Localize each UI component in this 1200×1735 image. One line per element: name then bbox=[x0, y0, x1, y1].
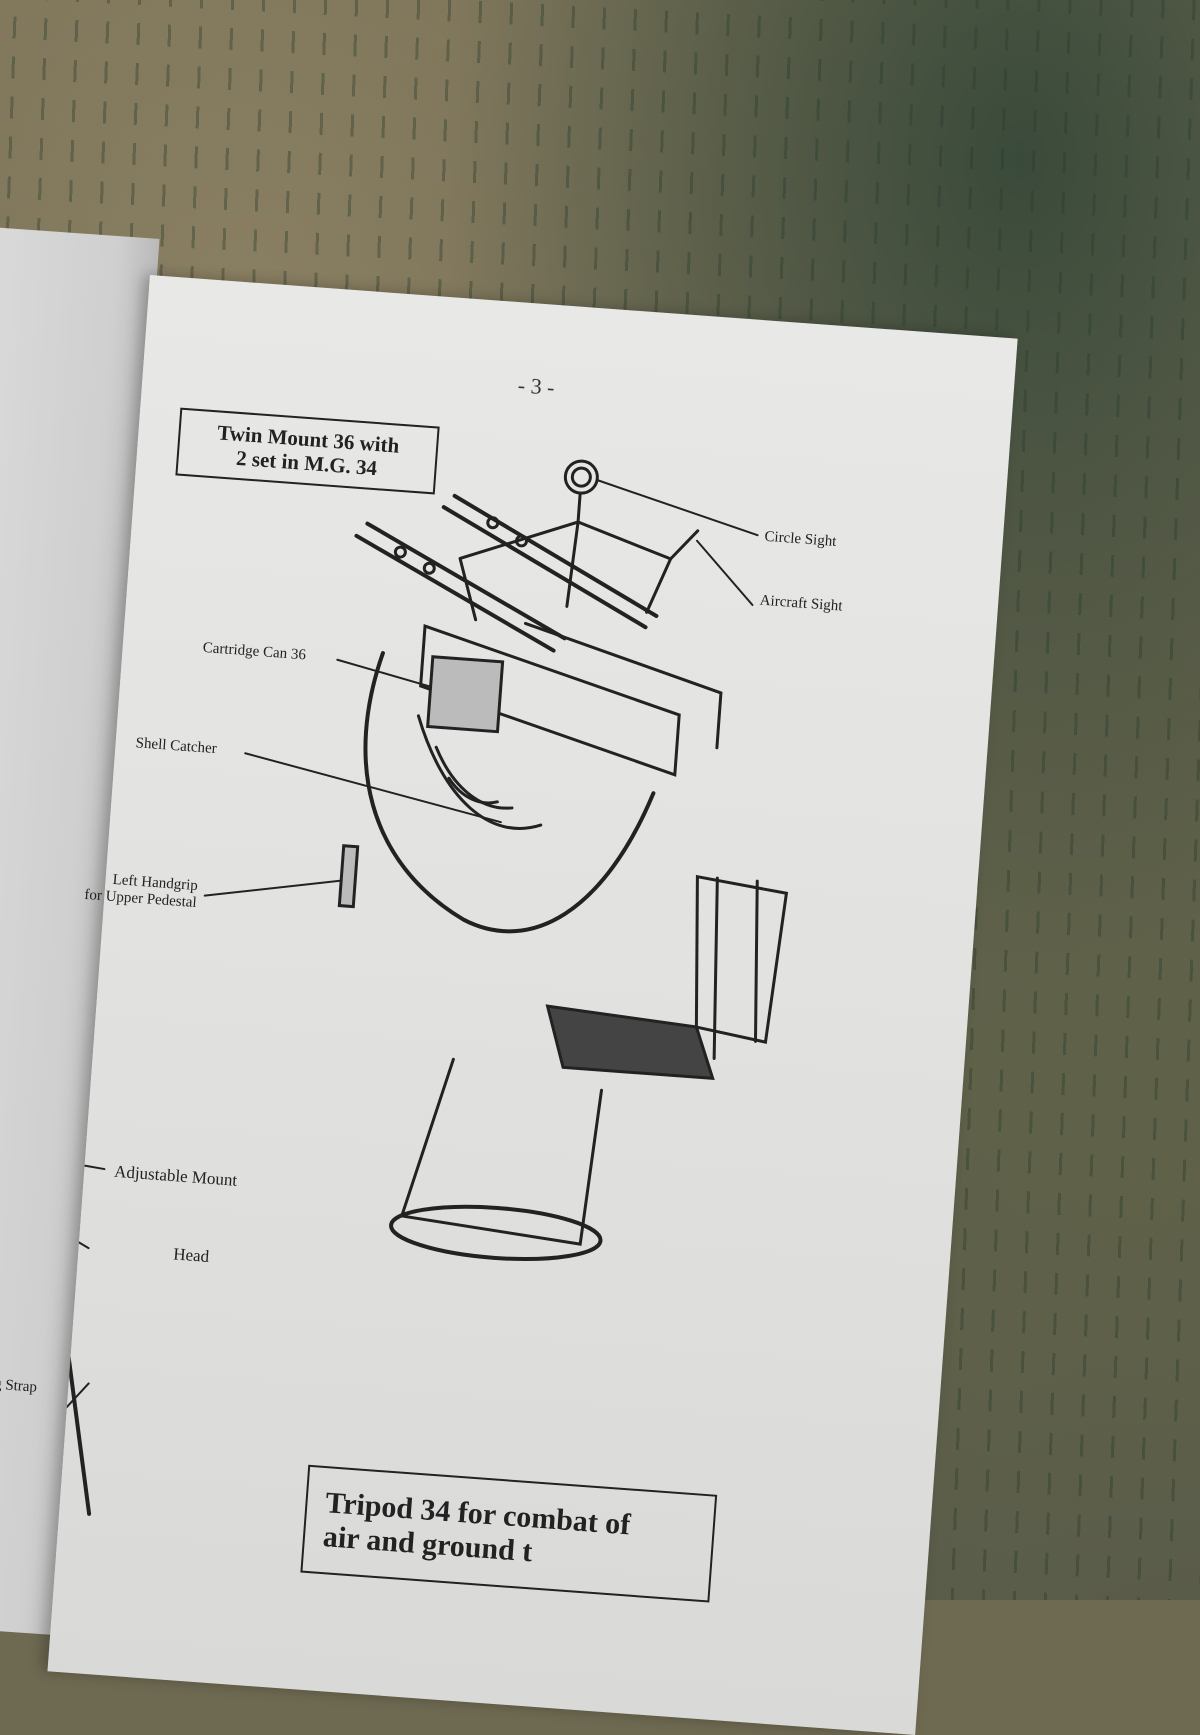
circle-sight-illustration bbox=[563, 459, 599, 524]
twin-mg34-barrels bbox=[354, 493, 659, 653]
cartridge-can-illustration bbox=[426, 655, 505, 734]
seat-illustration bbox=[545, 1004, 715, 1081]
label-head: Head bbox=[172, 1244, 210, 1266]
left-handgrip-illustration bbox=[337, 844, 360, 909]
booklet-page: - 3 - Twin Mount 36 with 2 set in M.G. 3… bbox=[0, 275, 1018, 1735]
